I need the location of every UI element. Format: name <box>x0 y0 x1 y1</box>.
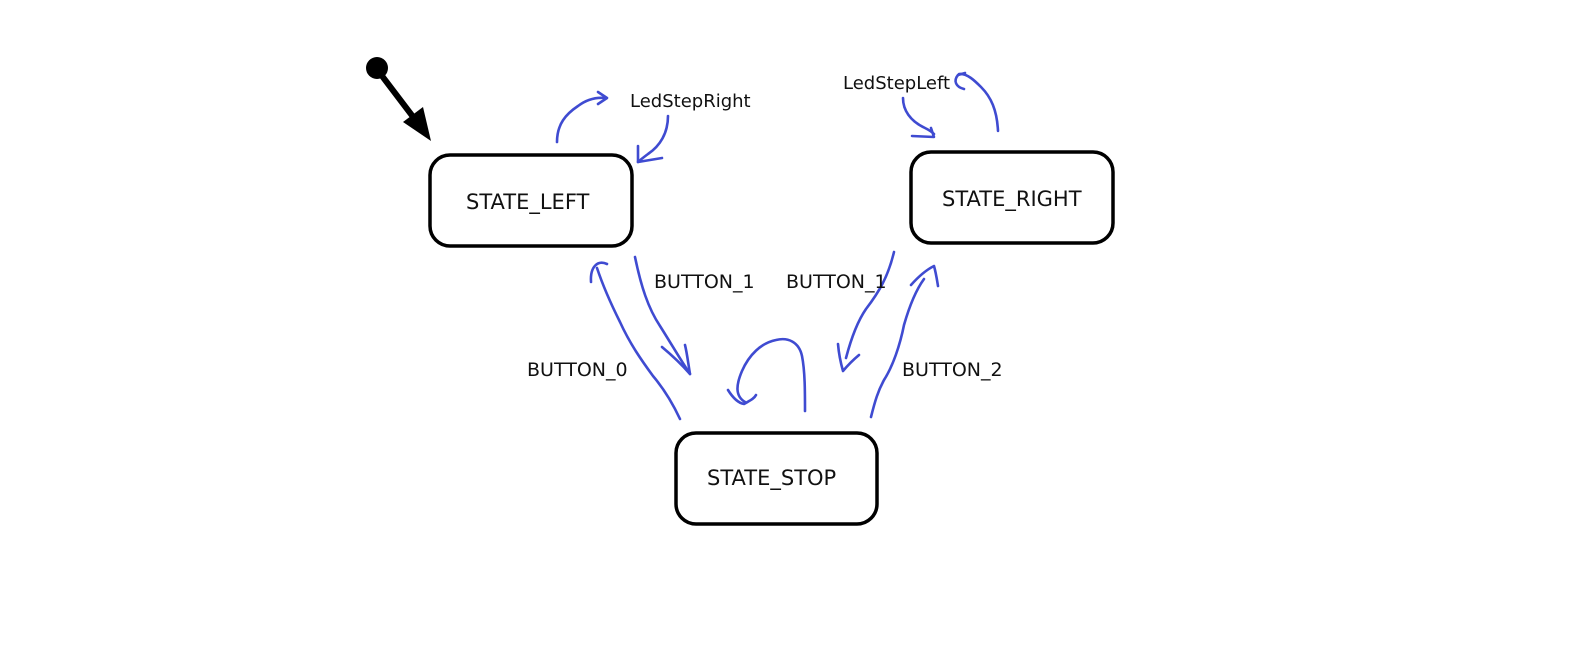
left-to-stop-label: BUTTON_1 <box>654 271 755 293</box>
stop-to-left-label: BUTTON_0 <box>527 359 628 381</box>
right-to-stop-arrow <box>844 250 896 360</box>
left-self-action-label: LedStepRight <box>630 91 751 112</box>
state-left-box <box>428 153 634 248</box>
right-to-stop-label: BUTTON_1 <box>786 271 887 293</box>
stop-to-right-label: BUTTON_2 <box>902 359 1003 381</box>
left-self-loop-arrowhead-bottom <box>636 144 664 164</box>
stop-to-left-arrow <box>595 266 682 421</box>
right-self-loop-arrowhead-bottom <box>910 126 936 139</box>
right-self-loop-return <box>901 96 936 136</box>
transition-labels: BUTTON_1 BUTTON_0 BUTTON_1 BUTTON_2 <box>527 271 1003 381</box>
hand-drawn-arrows <box>555 71 1000 421</box>
stop-to-left-arrowhead <box>589 261 609 284</box>
left-self-loop-arrow <box>555 96 607 144</box>
stop-to-right-arrowhead <box>909 264 940 288</box>
left-self-loop-return <box>636 114 670 164</box>
right-self-loop-arrowhead-top <box>954 71 967 91</box>
right-self-action-label: LedStepLeft <box>843 73 950 94</box>
stop-self-loop-arrow <box>736 337 807 413</box>
right-self-loop-arrow <box>957 72 1000 133</box>
action-labels: LedStepRight LedStepLeft <box>630 73 950 112</box>
state-right-box <box>909 150 1115 245</box>
left-self-loop-arrowhead-top <box>596 90 609 106</box>
state-stop-label: STATE_STOP <box>707 466 836 491</box>
stop-to-right-arrow <box>869 277 926 419</box>
left-to-stop-arrowhead <box>660 343 692 376</box>
right-to-stop-arrowhead <box>836 342 861 373</box>
state-left-node: STATE_LEFT <box>428 153 634 248</box>
state-left-label: STATE_LEFT <box>466 190 590 215</box>
state-right-label: STATE_RIGHT <box>942 187 1082 212</box>
initial-arrowhead <box>403 107 431 141</box>
stop-self-loop-arrowhead <box>726 388 758 406</box>
initial-state-marker <box>366 57 431 141</box>
state-stop-box <box>674 431 879 526</box>
state-right-node: STATE_RIGHT <box>909 150 1115 245</box>
state-stop-node: STATE_STOP <box>674 431 879 526</box>
left-to-stop-arrow <box>633 255 692 376</box>
